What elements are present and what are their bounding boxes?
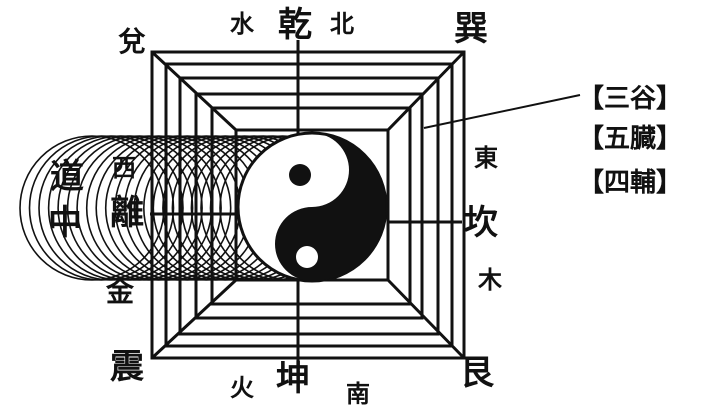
yin-dot — [289, 164, 311, 186]
callout-si-fu: 【四輔】 — [578, 170, 682, 196]
callout-wu-zang: 【五臓】 — [578, 126, 682, 152]
dao-label: 道 — [50, 160, 84, 194]
trigram-li-label: 離 — [110, 196, 144, 230]
callout-pointer-line — [424, 95, 580, 128]
element-metal-label: 金 — [106, 278, 134, 306]
tunnel-ring — [77, 136, 221, 280]
tunnel-ring — [87, 136, 231, 280]
trigram-qian-label: 乾 — [278, 8, 312, 42]
trigram-zhen-label: 震 — [110, 350, 144, 384]
direction-west-label: 西 — [112, 156, 136, 180]
direction-center-label: 中 — [48, 206, 82, 240]
trigram-kun-label: 坤 — [276, 362, 310, 396]
callout-san-gu: 【三谷】 — [578, 86, 682, 112]
trigram-gen-label: 艮 — [460, 356, 494, 390]
element-fire-label: 火 — [230, 376, 254, 400]
element-water-label: 水 — [230, 12, 254, 36]
yin-yang-symbol — [238, 133, 386, 281]
direction-north-label: 北 — [330, 12, 354, 36]
trigram-kan-label: 坎 — [464, 206, 498, 240]
direction-south-label: 南 — [346, 382, 370, 406]
yang-dot — [296, 246, 318, 268]
direction-east-label: 東 — [474, 146, 498, 170]
element-wood-label: 木 — [478, 268, 502, 292]
trigram-xun-label: 巽 — [454, 12, 488, 46]
trigram-dui-label: 兌 — [118, 28, 146, 56]
